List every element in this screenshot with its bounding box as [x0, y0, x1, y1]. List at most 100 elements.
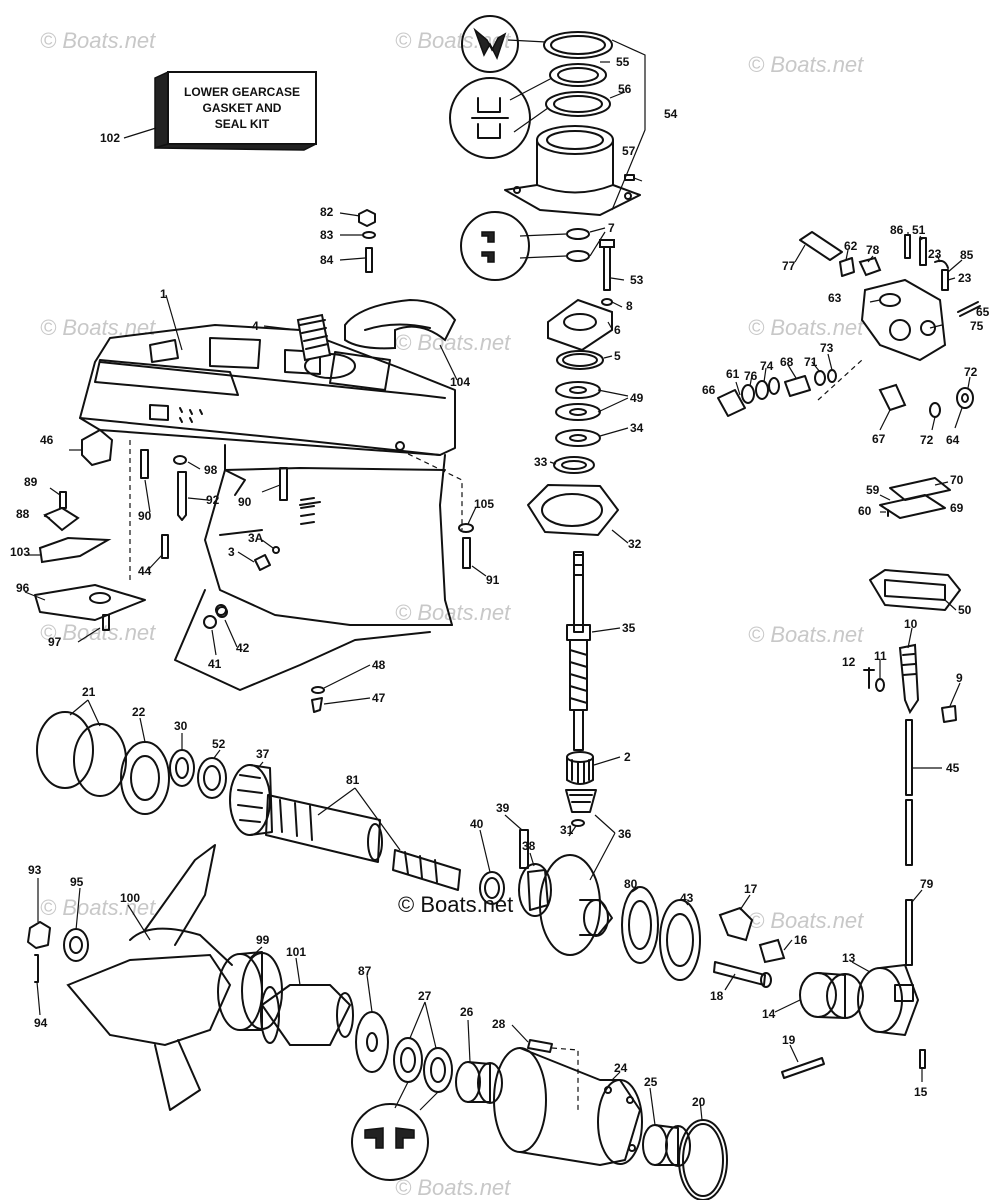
callout-label: 19 [782, 1033, 796, 1047]
callout-label: 72 [964, 365, 978, 379]
callout-label: 52 [212, 737, 226, 751]
anode-block-4 [296, 313, 332, 362]
shift-rod-45 [905, 719, 913, 796]
seal-ring-56b [545, 91, 611, 117]
bearing-26 [455, 1061, 503, 1104]
watermark-layer: © Boats.net © Boats.net © Boats.net © Bo… [40, 28, 864, 1200]
callout-label: 24 [614, 1061, 628, 1075]
callout-label: 80 [624, 877, 638, 891]
watermark: © Boats.net [40, 895, 156, 920]
callout-label: 103 [10, 545, 30, 559]
callout-label: 2 [624, 750, 631, 764]
callout-label: 45 [946, 761, 960, 775]
shift-rod-68 [784, 375, 811, 397]
callout-label: 99 [256, 933, 270, 947]
watermark: © Boats.net [748, 622, 864, 647]
screw-3 [254, 554, 271, 571]
bearing-carrier-13 [857, 964, 919, 1036]
callout-label: 63 [828, 291, 842, 305]
washer-95 [63, 928, 89, 962]
callout-label: 90 [138, 509, 152, 523]
callout-label: 77 [782, 259, 796, 273]
callout-label: 72 [920, 433, 934, 447]
pin-65 [957, 301, 981, 317]
washer-11 [875, 678, 885, 692]
drive-shaft-35 [566, 551, 591, 751]
callout-label: 20 [692, 1095, 706, 1109]
watermark: © Boats.net [748, 908, 864, 933]
shifter-arm-10 [898, 643, 920, 715]
plug-42 [216, 606, 228, 618]
watermark: © Boats.net [748, 52, 864, 77]
callout-label: 100 [120, 891, 140, 905]
callout-label: 74 [760, 359, 774, 373]
plug-41 [203, 615, 217, 629]
callout-label: 54 [664, 107, 678, 121]
callout-label: 65 [976, 305, 990, 319]
callout-label: 50 [958, 603, 972, 617]
copyright-credit: © Boats.net [398, 892, 513, 917]
shim-30 [169, 749, 195, 787]
callout-label: 66 [702, 383, 716, 397]
callout-label: 17 [744, 882, 758, 896]
cover-104 [344, 298, 457, 350]
washer-64 [956, 387, 974, 409]
bearing-33 [553, 456, 595, 474]
callout-label: 98 [204, 463, 218, 477]
watermark: © Boats.net [395, 330, 511, 355]
callout-label: 11 [874, 649, 887, 663]
reverse-gear-36 [539, 854, 613, 956]
bearing-2 [566, 751, 594, 785]
watermark: © Boats.net [395, 600, 511, 625]
shift-shaft-18 [713, 961, 766, 986]
callout-label: 23 [958, 271, 972, 285]
oring-20 [678, 1119, 728, 1200]
detail-circle-seal-top [461, 15, 519, 73]
water-pump-housing-54 [504, 125, 641, 216]
callout-label: 39 [496, 801, 510, 815]
callout-label: 26 [460, 1005, 474, 1019]
callout-label: 96 [16, 581, 30, 595]
callout-label: 68 [780, 355, 794, 369]
trim-tab-103 [38, 536, 112, 564]
callout-label: 76 [744, 369, 758, 383]
washer-48 [311, 686, 325, 694]
callout-label: 87 [358, 964, 372, 978]
callout-label: 78 [866, 243, 880, 257]
screw-51 [919, 237, 927, 266]
oring-5 [556, 350, 604, 370]
callout-label: 95 [70, 875, 84, 889]
bolt-9 [941, 705, 957, 723]
callout-label: 5 [614, 349, 621, 363]
callout-label: 3 [228, 545, 235, 559]
bolt-91 [462, 537, 471, 569]
callout-label: 97 [48, 635, 62, 649]
seal-ring-55 [543, 31, 613, 59]
nut-93 [27, 921, 51, 949]
kit-number-label: 102 [100, 131, 120, 145]
snap-rings-21 [36, 711, 127, 797]
callout-label: 46 [40, 433, 54, 447]
shim-43 [659, 899, 701, 981]
callout-label: 15 [914, 1085, 928, 1099]
watermark: © Boats.net [395, 1175, 511, 1200]
callout-label: 48 [372, 658, 386, 672]
callout-label: 1 [160, 287, 167, 301]
bolt-90b [279, 467, 288, 501]
screw-86 [904, 234, 911, 259]
callout-label: 18 [710, 989, 724, 1003]
lever-67 [878, 383, 907, 412]
seal-ring-56a [549, 63, 607, 87]
gasket-78 [858, 256, 882, 277]
callout-label: 21 [82, 685, 96, 699]
rod-79 [905, 899, 913, 966]
callout-label: 36 [618, 827, 632, 841]
thrust-washer-80 [621, 886, 659, 964]
watermark: © Boats.net [40, 315, 156, 340]
callout-label: 101 [286, 945, 306, 959]
plate-96 [34, 584, 146, 621]
washer-105 [458, 523, 474, 533]
callout-label: 10 [904, 617, 918, 631]
kit-label-line: LOWER GEARCASE [184, 85, 300, 99]
callout-label: 37 [256, 747, 270, 761]
